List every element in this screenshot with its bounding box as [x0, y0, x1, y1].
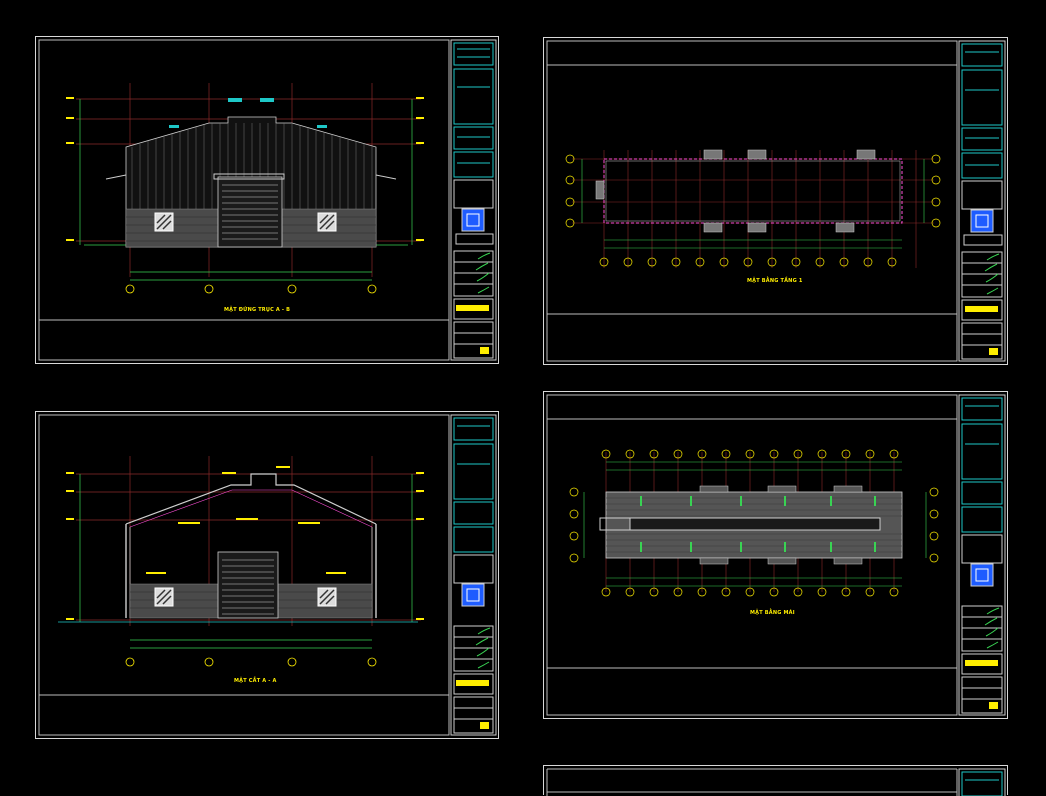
roof-outline [599, 485, 903, 565]
elevation-drawing [38, 39, 497, 361]
building-elevation [105, 98, 397, 248]
drawing-sheet-section[interactable]: MẶT CẮT A - A [35, 411, 499, 739]
drawing-sheet-roof-plan[interactable]: MẶT BẰNG MÁI [543, 391, 1008, 719]
sheet-1-caption: MẶT ĐỨNG TRỤC A - B [224, 307, 291, 313]
drawing-sheet-elevation[interactable]: MẶT ĐỨNG TRỤC A - B [35, 36, 499, 364]
title-block [958, 40, 1006, 362]
title-block [958, 394, 1006, 716]
roof-plan-drawing [546, 394, 1006, 716]
sheet-3-caption: MẶT CẮT A - A [234, 678, 277, 684]
floor-plan-drawing [546, 40, 1006, 362]
partial-drawing [546, 768, 1006, 796]
drawing-sheet-partial[interactable] [543, 765, 1008, 796]
section-drawing [38, 414, 497, 736]
sheet-4-caption: MẶT BẰNG MÁI [750, 610, 795, 616]
sheet-2-caption: MẶT BẰNG TẦNG 1 [747, 278, 803, 284]
title-block [450, 39, 497, 361]
title-block [450, 414, 497, 736]
building-section [125, 466, 377, 619]
drawing-sheet-floor-plan[interactable]: MẶT BẰNG TẦNG 1 [543, 37, 1008, 365]
